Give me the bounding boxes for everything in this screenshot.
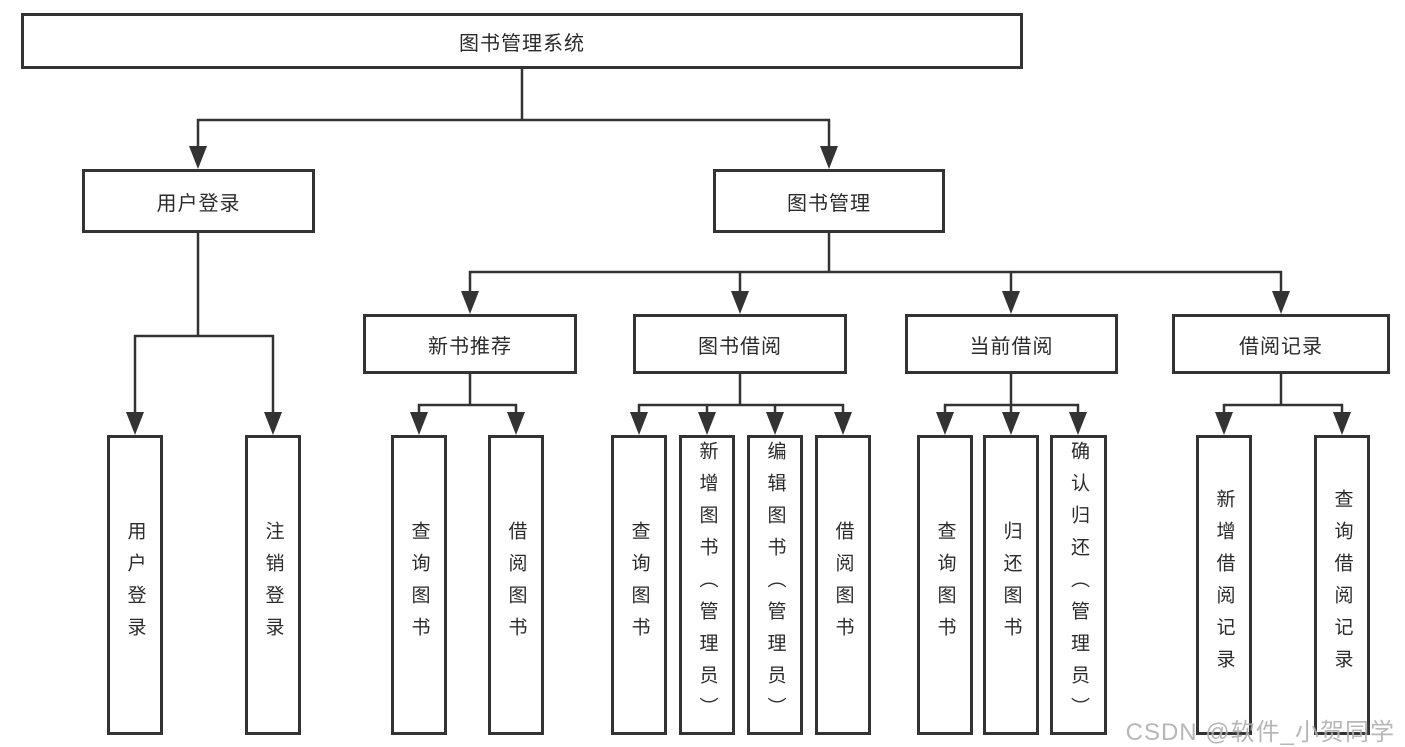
leaf-add-book-admin: 新增图书（管理员） <box>679 435 735 735</box>
leaf-return-books: 归还图书 <box>983 435 1039 735</box>
leaf-confirm-return-admin: 确认归还（管理员） <box>1050 435 1107 735</box>
leaf-logout: 注销登录 <box>245 435 301 735</box>
leaf-borrow-books: 借阅图书 <box>815 435 871 735</box>
node-new-book-recommend: 新书推荐 <box>363 314 577 374</box>
leaf-add-borrow-record: 新增借阅记录 <box>1196 435 1252 735</box>
node-book-borrow: 图书借阅 <box>633 314 847 374</box>
leaf-query-books-borrow: 查询图书 <box>611 435 667 735</box>
node-library-system: 图书管理系统 <box>21 13 1023 69</box>
leaf-query-books-recommend: 查询图书 <box>391 435 447 735</box>
leaf-borrow-books-recommend: 借阅图书 <box>488 435 544 735</box>
node-borrow-records: 借阅记录 <box>1172 314 1390 374</box>
leaf-edit-book-admin: 编辑图书（管理员） <box>747 435 803 735</box>
node-current-borrow: 当前借阅 <box>905 314 1118 374</box>
leaf-user-login: 用户登录 <box>107 435 163 735</box>
csdn-watermark: CSDN @软件_小贺同学 <box>1125 719 1395 746</box>
node-user-login: 用户登录 <box>82 169 315 233</box>
leaf-query-books-current: 查询图书 <box>917 435 973 735</box>
node-book-management: 图书管理 <box>713 169 945 233</box>
leaf-query-borrow-record: 查询借阅记录 <box>1314 435 1370 735</box>
